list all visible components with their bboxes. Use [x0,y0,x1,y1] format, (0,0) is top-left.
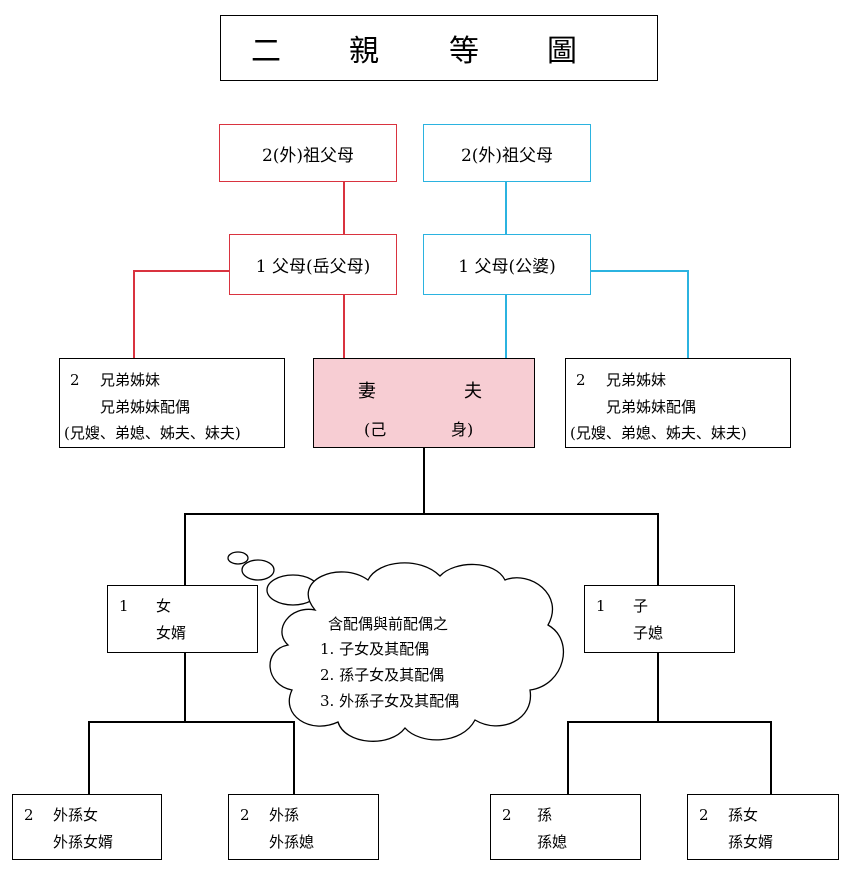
son-line1: 子 [633,597,649,615]
grandson-num: 2 [502,806,512,824]
title-char-3: 等 [449,34,479,69]
daughter-box: 1 女 女婿 [107,585,258,653]
siblings-right-line3: (兄嫂、弟媳、姊夫、妹夫) [570,424,747,442]
siblings-right-line2: 兄弟姊妹配偶 [606,398,697,416]
connector [687,270,689,360]
connector [88,721,90,795]
husband-parents-box: 1 父母(公婆) [423,234,591,295]
siblings-right-num: 2 [576,371,586,389]
daughter-line1: 女 [156,597,172,615]
outer-granddaughter-box: 2 外孫女 外孫女婿 [12,794,162,860]
self-wife: 妻 [358,381,376,402]
maternal-grandparents-label: 2(外)祖父母 [261,145,355,166]
son-line2: 子媳 [633,624,664,642]
paternal-grandparents-label: 2(外)祖父母 [460,145,554,166]
outer-granddaughter-line1: 外孫女 [53,806,99,824]
connector [770,721,772,795]
outer-granddaughter-num: 2 [24,806,34,824]
thought-bubble-medium [241,559,275,581]
self-husband: 夫 [464,381,482,402]
connector [88,721,294,723]
connector [505,294,507,358]
maternal-grandparents-box: 2(外)祖父母 [219,124,397,182]
self-label-open: (己 [364,420,387,439]
daughter-line2: 女婿 [156,624,187,642]
title-char-4: 圖 [547,34,577,69]
wife-parents-box: 1 父母(岳父母) [229,234,397,295]
note-item-2: 2. 孫子女及其配偶 [320,666,445,684]
granddaughter-line1: 孫女 [728,806,759,824]
outer-grandson-line1: 外孫 [269,806,300,824]
connector [567,721,569,795]
granddaughter-box: 2 孫女 孫女婿 [687,794,839,860]
title-char-1: 二 [251,34,281,69]
outer-grandson-line2: 外孫媳 [269,833,315,851]
thought-bubble-large [266,574,320,606]
grandson-line1: 孫 [537,806,553,824]
connector [343,181,345,235]
note-item-3: 3. 外孫子女及其配偶 [320,692,460,710]
granddaughter-line2: 孫女婿 [728,833,774,851]
husband-parents-label: 1 父母(公婆) [458,257,556,277]
connector [505,181,507,235]
connector [657,652,659,722]
siblings-left-line1: 兄弟姊妹 [100,371,161,389]
grandson-box: 2 孫 孫媳 [490,794,641,860]
connector [293,721,295,795]
outer-grandson-num: 2 [240,806,250,824]
connector [133,270,230,272]
connector [657,513,659,586]
title-box: 二 親 等 圖 [220,15,658,81]
siblings-left-num: 2 [70,371,80,389]
connector [343,294,345,358]
siblings-right-box: 2 兄弟姊妹 兄弟姊妹配偶 (兄嫂、弟媳、姊夫、妹夫) [565,358,791,448]
self-label-close: 身) [451,420,474,439]
siblings-left-line3: (兄嫂、弟媳、姊夫、妹夫) [64,424,241,442]
grandson-line2: 孫媳 [537,833,568,851]
daughter-num: 1 [119,597,129,615]
connector [184,513,186,586]
connector [184,652,186,722]
connector [133,270,135,360]
son-num: 1 [596,597,606,615]
connector [184,513,658,515]
thought-bubble-small [227,551,249,565]
connector [567,721,771,723]
note-item-1: 1. 子女及其配偶 [320,640,430,658]
paternal-grandparents-box: 2(外)祖父母 [423,124,591,182]
note-heading: 含配偶與前配偶之 [328,615,449,633]
siblings-left-box: 2 兄弟姊妹 兄弟姊妹配偶 (兄嫂、弟媳、姊夫、妹夫) [59,358,285,448]
granddaughter-num: 2 [699,806,709,824]
outer-granddaughter-line2: 外孫女婿 [53,833,114,851]
wife-parents-label: 1 父母(岳父母) [255,257,371,277]
title-char-2: 親 [349,34,379,69]
connector [423,448,425,514]
outer-grandson-box: 2 外孫 外孫媳 [228,794,379,860]
son-box: 1 子 子媳 [584,585,735,653]
self-box: 妻 夫 (己 身) [313,358,535,448]
connector [590,270,688,272]
siblings-left-line2: 兄弟姊妹配偶 [100,398,191,416]
siblings-right-line1: 兄弟姊妹 [606,371,667,389]
